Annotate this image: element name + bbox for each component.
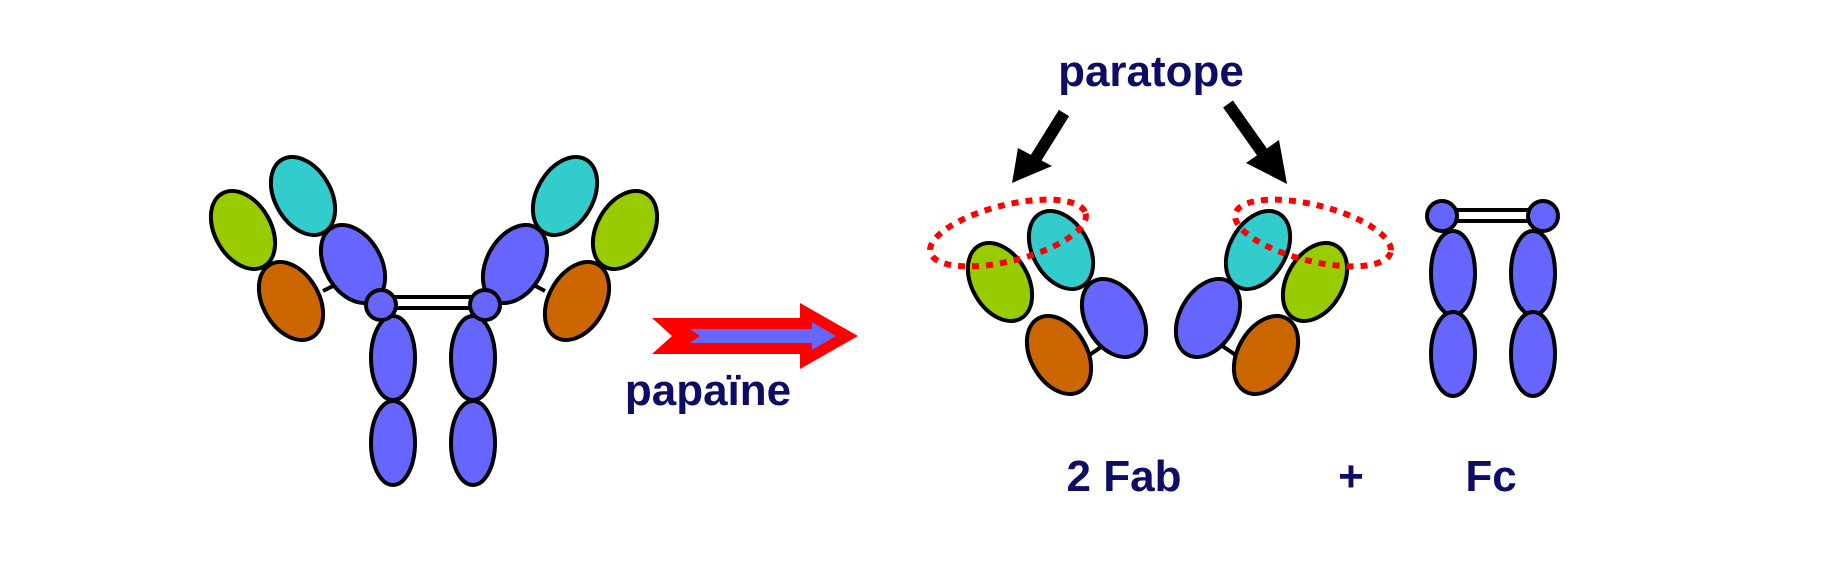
left-constant-light-domain (256, 260, 326, 342)
right-ch3-domain (449, 399, 497, 487)
right-constant-light-domain (542, 260, 612, 342)
cleavage-arrow-inner (690, 322, 836, 350)
fab-label: 2 Fab (1067, 452, 1182, 501)
fab-left-constant-light (1024, 314, 1094, 396)
right-variable-light-domain (590, 189, 660, 271)
whole-antibody (208, 155, 660, 487)
fc-fragment (1425, 199, 1560, 398)
fc-left-ch2 (1429, 229, 1477, 317)
left-ch2-domain (369, 314, 417, 402)
fc-right-ch2 (1509, 229, 1557, 317)
paratope-arrow-left-head (1012, 148, 1052, 183)
paratope-arrow-right-shaft (1223, 100, 1267, 156)
fab-fragment-right (1173, 209, 1350, 396)
fab-right-variable-light (1280, 241, 1350, 323)
plus-sign: + (1338, 452, 1364, 501)
fab-fragment-left (965, 209, 1149, 396)
right-ch2-domain (449, 314, 497, 402)
right-hinge-circle (468, 288, 502, 322)
fab-fragments (965, 209, 1350, 396)
left-hinge-circle (364, 288, 398, 322)
fc-left-ch3 (1429, 310, 1477, 398)
paratope-outlines (927, 196, 1394, 270)
enzyme-label: papaïne (625, 366, 791, 415)
paratope-label: paratope (1058, 47, 1244, 96)
fc-right-ch3 (1509, 310, 1557, 398)
paratope-arrows (1012, 100, 1287, 184)
fc-right-hinge-circle (1526, 199, 1560, 233)
cleavage-arrow (652, 303, 858, 369)
fab-right-constant-heavy (1173, 277, 1243, 359)
left-ch3-domain (369, 399, 417, 487)
left-variable-light-domain (208, 189, 278, 271)
fab-left-constant-heavy (1079, 277, 1149, 359)
fc-label: Fc (1465, 452, 1516, 501)
fc-left-hinge-circle (1425, 199, 1459, 233)
paratope-outline-left (927, 196, 1089, 270)
fab-right-constant-light (1231, 314, 1301, 396)
paratope-arrow-right-head (1246, 140, 1287, 184)
paratope-outline-right (1232, 196, 1394, 270)
paratope-arrow-left-shaft (1030, 109, 1070, 162)
